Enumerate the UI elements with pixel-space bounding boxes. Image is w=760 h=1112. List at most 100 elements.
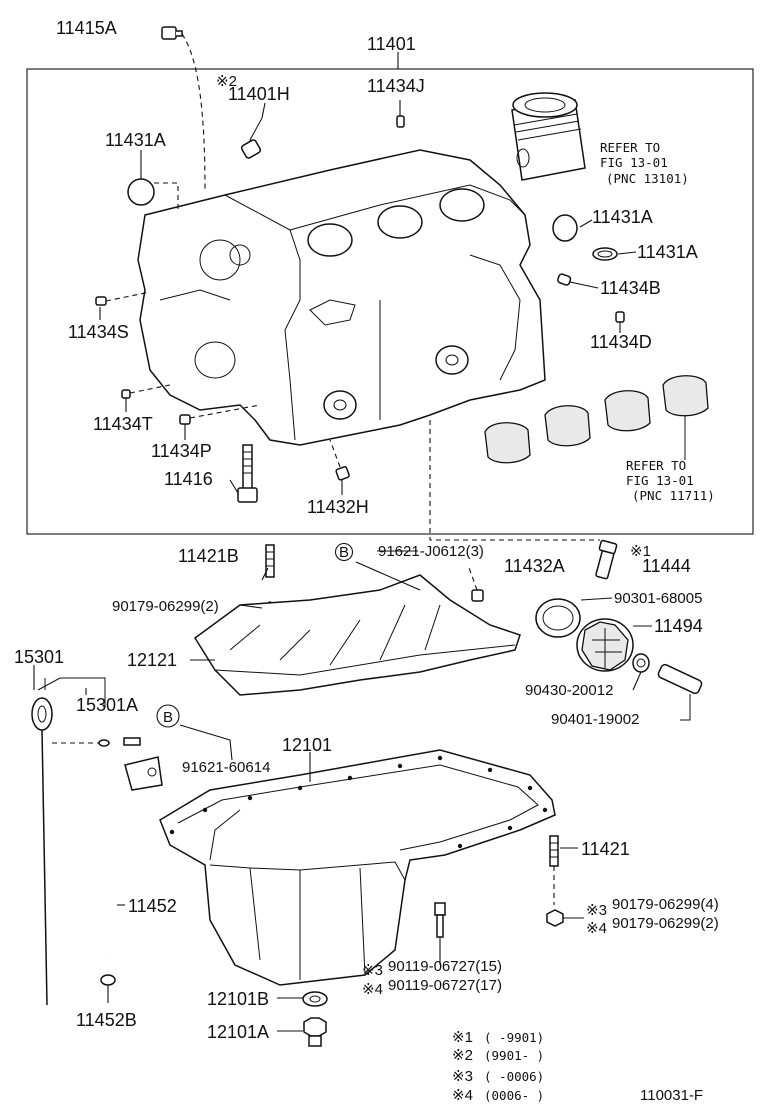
label-11431A-c: 11431A <box>637 242 698 262</box>
dipstick-15301 <box>31 677 110 1006</box>
label-11421B: 11421B <box>178 546 239 566</box>
marker-3-bolt: ※3 <box>362 962 383 979</box>
label-12121: 12121 <box>127 650 177 670</box>
leader-lines <box>33 52 652 1032</box>
nozzle-11432H <box>329 439 350 481</box>
label-11421: 11421 <box>581 839 630 859</box>
svg-text:(PNC 13101): (PNC 13101) <box>606 171 689 186</box>
label-11452B: 11452B <box>76 1010 137 1030</box>
label-12101: 12101 <box>282 735 332 755</box>
label-11434B: 11434B <box>600 278 661 298</box>
label-90430-20012: 90430-20012 <box>525 682 613 699</box>
plug-11431A-b <box>552 214 578 242</box>
legend-mark-4: ※4 <box>452 1087 473 1104</box>
dowel-11434D <box>615 311 625 323</box>
plug-11431A-a <box>127 178 179 210</box>
dipstick-guide-11452 <box>101 737 163 956</box>
marker-3-right: ※3 <box>586 902 607 919</box>
marker-1: ※1 <box>630 543 651 560</box>
svg-text:REFER TO: REFER TO <box>600 140 660 155</box>
oil-pan-12101 <box>159 749 556 986</box>
svg-text:REFER TO: REFER TO <box>626 458 686 473</box>
bolt-11401H <box>240 117 263 159</box>
legend-mark-3: ※3 <box>452 1068 473 1085</box>
applicability-legend: ※1 ( -9901) ※2 (9901- ) ※3 ( -0006) ※4 (… <box>452 1029 544 1104</box>
nozzle-11432A <box>467 564 484 602</box>
piston-ref <box>511 92 586 181</box>
oring-11452B <box>100 974 116 986</box>
legend-mark-1: ※1 <box>452 1029 473 1046</box>
label-15301A: 15301A <box>76 695 138 715</box>
main-bearings <box>484 375 709 464</box>
label-90179-06299-4: 90179-06299(4) <box>612 896 719 913</box>
legend-range-4: (0006- ) <box>484 1088 544 1103</box>
washer-90430 <box>632 653 650 673</box>
callout-b-lower-text: B <box>163 709 173 726</box>
legend-range-2: (9901- ) <box>484 1048 544 1063</box>
nut-90179-b <box>546 909 564 927</box>
label-11434T: 11434T <box>93 414 153 434</box>
label-11434S: 11434S <box>68 322 129 342</box>
legend-range-3: ( -0006) <box>484 1069 544 1084</box>
plug-11415A <box>161 26 206 191</box>
block-group-frame <box>26 68 754 535</box>
callout-b-upper: B <box>334 542 354 562</box>
marker-4-bolt: ※4 <box>362 981 383 998</box>
label-90401-19002: 90401-19002 <box>551 711 639 728</box>
diagram-id: 110031-F <box>640 1087 703 1104</box>
marker-2-upper: ※2 <box>216 73 237 90</box>
label-11434P: 11434P <box>151 441 212 461</box>
gasket-12101B <box>302 991 328 1007</box>
label-12101A: 12101A <box>207 1022 269 1042</box>
oring-90301 <box>535 598 581 638</box>
label-11494: 11494 <box>654 616 703 636</box>
svg-text:FIG 13-01: FIG 13-01 <box>600 155 668 170</box>
legend-range-1: ( -9901) <box>484 1030 544 1045</box>
ring-11431A-c <box>592 247 618 261</box>
label-11401: 11401 <box>367 34 416 54</box>
marker-4-right: ※4 <box>586 920 607 937</box>
baffle-plate-12121 <box>193 574 521 696</box>
dowel-11434P <box>179 404 261 425</box>
label-12101B: 12101B <box>207 989 269 1009</box>
label-90179-06299-2-lower: 90179-06299(2) <box>612 915 719 932</box>
oil-pump-rotor-11494 <box>576 618 634 672</box>
callout-b-upper-text: B <box>339 544 349 561</box>
cylinder-block-11401 <box>137 149 546 446</box>
label-90301-68005: 90301-68005 <box>614 590 702 607</box>
svg-text:(PNC 11711): (PNC 11711) <box>632 488 715 503</box>
label-15301: 15301 <box>14 647 64 667</box>
label-11434J: 11434J <box>367 76 425 96</box>
refer-note-piston: REFER TO FIG 13-01 (PNC 13101) <box>600 140 689 186</box>
label-11401H: 11401H <box>228 84 290 104</box>
label-90119-06727-15: 90119-06727(15) <box>388 958 502 975</box>
svg-text:FIG 13-01: FIG 13-01 <box>626 473 694 488</box>
label-11434D: 11434D <box>590 332 652 352</box>
label-11431A-b: 11431A <box>592 207 653 227</box>
stud-11421 <box>549 835 559 905</box>
label-90179-06299-2-upper: 90179-06299(2) <box>112 598 219 615</box>
bolt-11444 <box>429 420 618 580</box>
refer-note-bearing: REFER TO FIG 13-01 (PNC 11711) <box>626 458 715 503</box>
label-11431A-a: 11431A <box>105 130 166 150</box>
callout-b-lower: B <box>156 704 180 728</box>
label-11452: 11452 <box>128 896 177 916</box>
drain-plug-12101A <box>303 1017 327 1047</box>
bolt-90119 <box>434 902 446 938</box>
label-91621-J0612: 91621-J0612(3) <box>378 543 484 560</box>
label-11432H: 11432H <box>307 497 369 517</box>
legend-mark-2: ※2 <box>452 1047 473 1064</box>
bolt-11416 <box>237 444 258 503</box>
part-labels: 11415A 11401 ※2 11401H 11434J 11431A 114… <box>14 18 719 1042</box>
label-91621-60614: 91621-60614 <box>182 759 270 776</box>
label-11415A: 11415A <box>56 18 117 38</box>
dowel-11434S <box>95 291 151 306</box>
label-90119-06727-17: 90119-06727(17) <box>388 977 502 994</box>
label-11444: 11444 <box>642 556 691 576</box>
union-bolt-90401 <box>657 663 703 721</box>
label-11416: 11416 <box>164 469 213 489</box>
stud-11421B <box>265 544 275 578</box>
dowel-11434B <box>557 273 572 286</box>
dowel-11434J <box>396 115 405 128</box>
